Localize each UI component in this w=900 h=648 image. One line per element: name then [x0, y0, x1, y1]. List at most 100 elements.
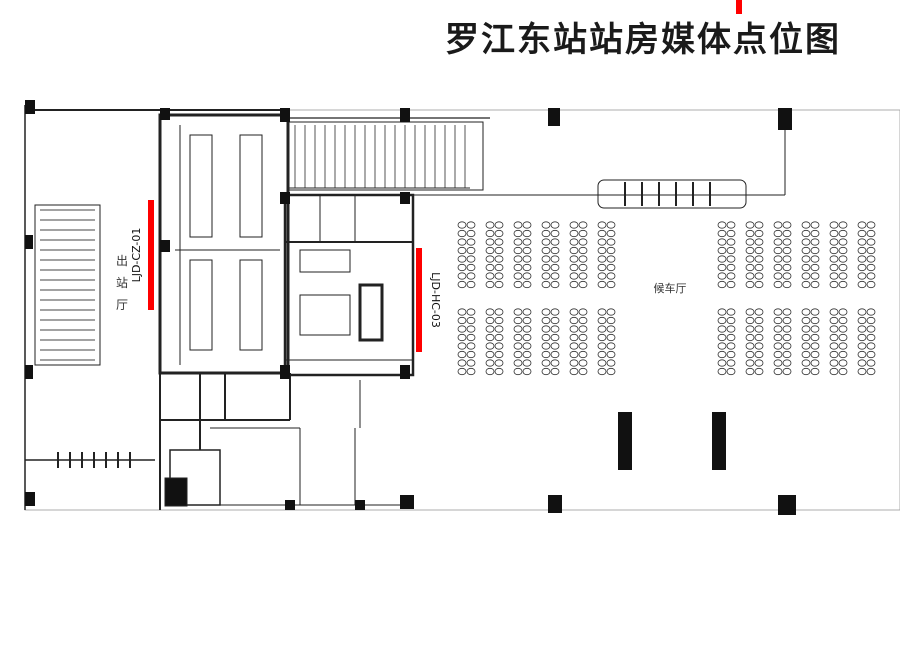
seat: [485, 359, 495, 367]
seat: [838, 280, 848, 289]
seat: [801, 238, 811, 246]
seat: [494, 325, 504, 333]
seat: [457, 333, 467, 342]
seat: [829, 333, 839, 342]
seat: [606, 255, 616, 263]
structural-columns: [25, 100, 796, 515]
seat: [466, 342, 476, 350]
seat: [726, 359, 736, 367]
seat: [717, 229, 727, 238]
media-point-label-cz01: LJD-CZ-01: [130, 228, 143, 283]
media-point-label-hc03: LJD-HC-03: [429, 272, 442, 328]
seat: [754, 246, 764, 255]
seat: [578, 280, 588, 289]
seat: [569, 342, 579, 350]
seat: [866, 263, 876, 272]
seat: [782, 272, 792, 280]
seat: [569, 246, 579, 255]
page-title: 罗江东站站房媒体点位图: [445, 20, 841, 60]
seat: [717, 263, 727, 272]
seat: [513, 229, 523, 238]
seat: [838, 246, 848, 255]
seat: [457, 263, 467, 272]
seat: [810, 325, 820, 333]
seat: [810, 255, 820, 263]
seat: [569, 308, 579, 316]
seat: [726, 221, 736, 229]
seat: [578, 238, 588, 246]
seat: [866, 342, 876, 350]
seat: [466, 359, 476, 367]
seat: [541, 272, 551, 280]
seat: [457, 367, 467, 376]
seat: [606, 221, 616, 229]
media-point-marker-cz01: [148, 200, 154, 310]
seat: [782, 342, 792, 350]
seat: [457, 246, 467, 255]
seat: [829, 280, 839, 289]
seat: [717, 350, 727, 359]
seat: [745, 359, 755, 367]
seat: [810, 359, 820, 367]
seat: [773, 246, 783, 255]
seat: [597, 263, 607, 272]
seat: [578, 359, 588, 367]
seat: [578, 221, 588, 229]
seat: [569, 325, 579, 333]
seat: [606, 342, 616, 350]
seat: [494, 238, 504, 246]
seat: [745, 238, 755, 246]
seat: [606, 367, 616, 376]
seat: [513, 325, 523, 333]
seat: [485, 350, 495, 359]
seat: [866, 255, 876, 263]
seat: [606, 272, 616, 280]
seat: [801, 333, 811, 342]
seat: [466, 333, 476, 342]
seat: [550, 272, 560, 280]
seat: [578, 272, 588, 280]
seat: [829, 263, 839, 272]
exit-hall-label-1: 出: [116, 254, 128, 268]
seat: [745, 308, 755, 316]
seat: [522, 221, 532, 229]
seat: [457, 229, 467, 238]
seat: [810, 238, 820, 246]
seat: [578, 263, 588, 272]
seat: [550, 308, 560, 316]
seat: [466, 263, 476, 272]
seat: [457, 316, 467, 325]
seat: [782, 255, 792, 263]
seat: [745, 280, 755, 289]
seat: [513, 359, 523, 367]
building-outline: [24, 109, 900, 511]
seat: [569, 316, 579, 325]
seat: [466, 308, 476, 316]
seat: [754, 316, 764, 325]
seat: [513, 255, 523, 263]
seat: [810, 333, 820, 342]
seat: [810, 246, 820, 255]
seat: [513, 280, 523, 289]
seat: [597, 333, 607, 342]
seat: [569, 272, 579, 280]
seat: [810, 308, 820, 316]
seat: [829, 325, 839, 333]
seat: [606, 333, 616, 342]
seat: [717, 325, 727, 333]
seat: [782, 280, 792, 289]
seat: [457, 238, 467, 246]
seat: [829, 246, 839, 255]
seat: [541, 229, 551, 238]
seat: [838, 221, 848, 229]
seat: [550, 263, 560, 272]
seat: [541, 308, 551, 316]
seat: [866, 359, 876, 367]
seat: [550, 229, 560, 238]
seat: [754, 229, 764, 238]
seat: [569, 359, 579, 367]
seat: [857, 367, 867, 376]
seat: [829, 342, 839, 350]
seat: [522, 246, 532, 255]
seat: [541, 280, 551, 289]
